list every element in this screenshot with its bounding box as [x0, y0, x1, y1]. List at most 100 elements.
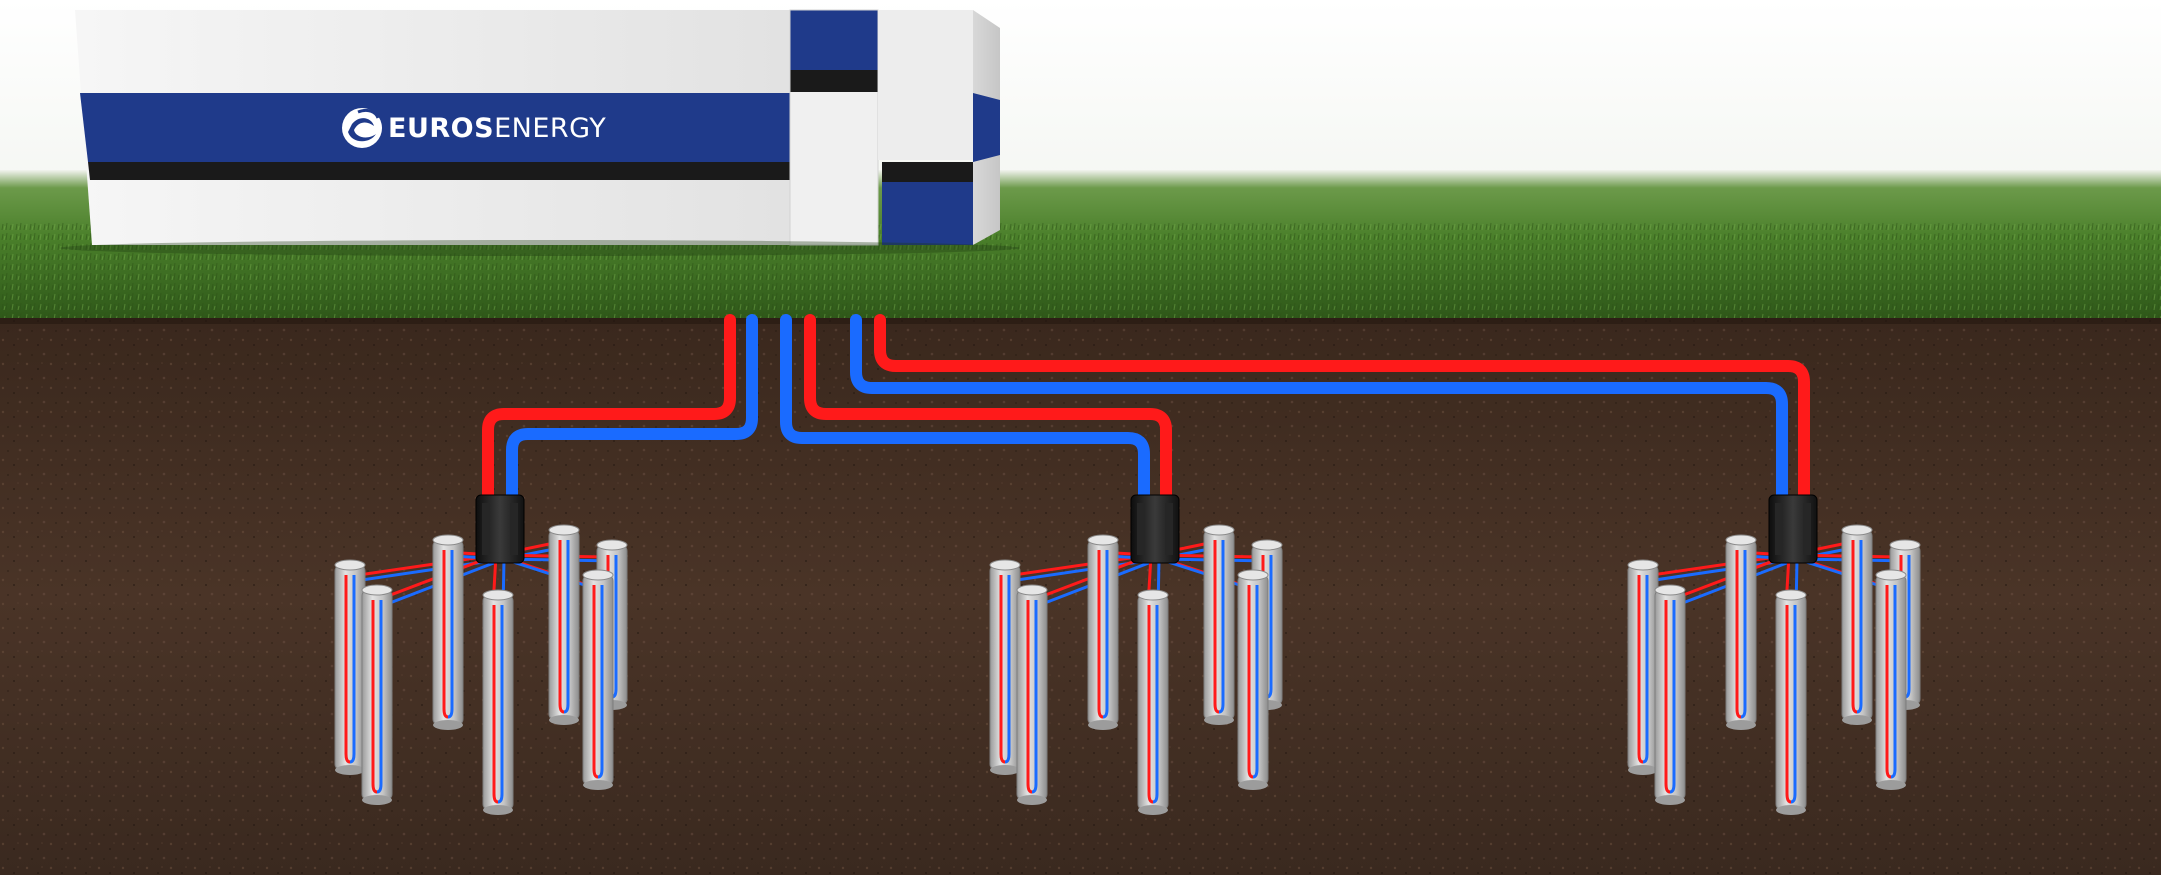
- pile-loop-cold: [1790, 605, 1797, 804]
- pile-cap: [1203, 524, 1235, 536]
- pile-loop-hot: [344, 575, 351, 764]
- energy-pile: [1841, 524, 1873, 725]
- pile-loop-cold: [1890, 585, 1897, 779]
- energy-pile: [1654, 584, 1686, 805]
- facade-blue-band: [80, 93, 790, 162]
- energy-pile: [1087, 534, 1119, 730]
- pile-cap: [1841, 524, 1873, 536]
- pile-body: [334, 564, 366, 771]
- energy-pile: [1016, 584, 1048, 805]
- pipe-cold-field-2: [780, 314, 1150, 506]
- pile-cap: [1237, 569, 1269, 581]
- pile-loop-cold: [1218, 540, 1225, 714]
- pile-base: [1628, 765, 1658, 775]
- pile-body: [482, 594, 514, 811]
- pile-base: [1017, 795, 1047, 805]
- pile-loop-hot: [558, 540, 565, 714]
- pile-body: [1841, 529, 1873, 721]
- pile-body: [1203, 529, 1235, 721]
- feed-line-hot: [344, 553, 497, 579]
- pile-loop-hot: [1097, 550, 1104, 719]
- pile-base: [1776, 805, 1806, 815]
- pile-loop-cold: [1740, 550, 1747, 719]
- pile-loop-hot: [1851, 540, 1858, 714]
- pile-cap: [989, 559, 1021, 571]
- pile-base: [1238, 780, 1268, 790]
- pile-loop-cold: [376, 600, 383, 794]
- pile-base: [1655, 795, 1685, 805]
- pile-base: [583, 780, 613, 790]
- pile-loop-hot: [1147, 605, 1154, 804]
- energy-pile: [1203, 524, 1235, 725]
- pile-base: [1138, 805, 1168, 815]
- pipe-hot-field-1: [482, 314, 736, 506]
- energy-pile: [1237, 569, 1269, 790]
- manifold-box-icon: [475, 494, 525, 564]
- pile-body: [1237, 574, 1269, 786]
- energy-pile: [334, 559, 366, 775]
- brand-bold-text: EUROS: [388, 113, 494, 144]
- pile-loop-hot: [999, 575, 1006, 764]
- pile-loop-hot: [1213, 540, 1220, 714]
- pile-field-2: [989, 494, 1283, 815]
- pile-base: [362, 795, 392, 805]
- energy-pile: [1137, 589, 1169, 815]
- energy-pile: [1775, 589, 1807, 815]
- pile-loop-hot: [371, 600, 378, 794]
- pile-body: [1725, 539, 1757, 726]
- pile-cap: [1251, 539, 1283, 551]
- pile-loop-hot: [1785, 605, 1792, 804]
- pile-loop-hot: [1885, 585, 1892, 779]
- pile-base: [1876, 780, 1906, 790]
- pile-field-3: [1627, 494, 1921, 815]
- pile-base: [990, 765, 1020, 775]
- pile-cap: [1875, 569, 1907, 581]
- pile-body: [548, 529, 580, 721]
- pile-base: [1842, 715, 1872, 725]
- pipe-network: [482, 314, 1810, 506]
- pile-cap: [1654, 584, 1686, 596]
- pile-loop-cold: [1856, 540, 1863, 714]
- pile-cap: [1137, 589, 1169, 601]
- pile-body: [432, 539, 464, 726]
- pile-body: [1137, 594, 1169, 811]
- pipe-cold-field-3: [850, 314, 1788, 506]
- pile-base: [483, 805, 513, 815]
- pile-cap: [432, 534, 464, 546]
- energy-pile: [432, 534, 464, 730]
- pile-loop-hot: [1664, 600, 1671, 794]
- pile-body: [1775, 594, 1807, 811]
- pile-body: [1016, 589, 1048, 801]
- brand-light-text: ENERGY: [494, 113, 606, 144]
- pile-loop-hot: [1026, 600, 1033, 794]
- pile-cap: [1087, 534, 1119, 546]
- pile-base: [335, 765, 365, 775]
- feed-line-hot: [999, 553, 1152, 579]
- manifold-box-icon: [1130, 494, 1180, 564]
- pile-loop-cold: [1642, 575, 1649, 764]
- pile-loop-hot: [1637, 575, 1644, 764]
- pipe-hot-field-2: [804, 314, 1172, 506]
- pile-loop-cold: [1252, 585, 1259, 779]
- pile-loop-hot: [1247, 585, 1254, 779]
- pile-cap: [1775, 589, 1807, 601]
- pile-cap: [1889, 539, 1921, 551]
- pile-loop-cold: [1669, 600, 1676, 794]
- pile-loop-hot: [592, 585, 599, 779]
- pile-body: [1087, 539, 1119, 726]
- pile-body: [361, 589, 393, 801]
- pile-base: [433, 720, 463, 730]
- pile-cap: [334, 559, 366, 571]
- pile-body: [1654, 589, 1686, 801]
- pile-loop-cold: [1152, 605, 1159, 804]
- pile-loop-cold: [1102, 550, 1109, 719]
- feed-line-hot: [1637, 553, 1790, 579]
- euros-swirl-logo-icon: [342, 108, 382, 148]
- pile-loop-hot: [492, 605, 499, 804]
- pile-loop-hot: [1735, 550, 1742, 719]
- energy-pile: [1875, 569, 1907, 790]
- pile-base: [1726, 720, 1756, 730]
- brand-wordmark: EUROSENERGY: [388, 113, 606, 144]
